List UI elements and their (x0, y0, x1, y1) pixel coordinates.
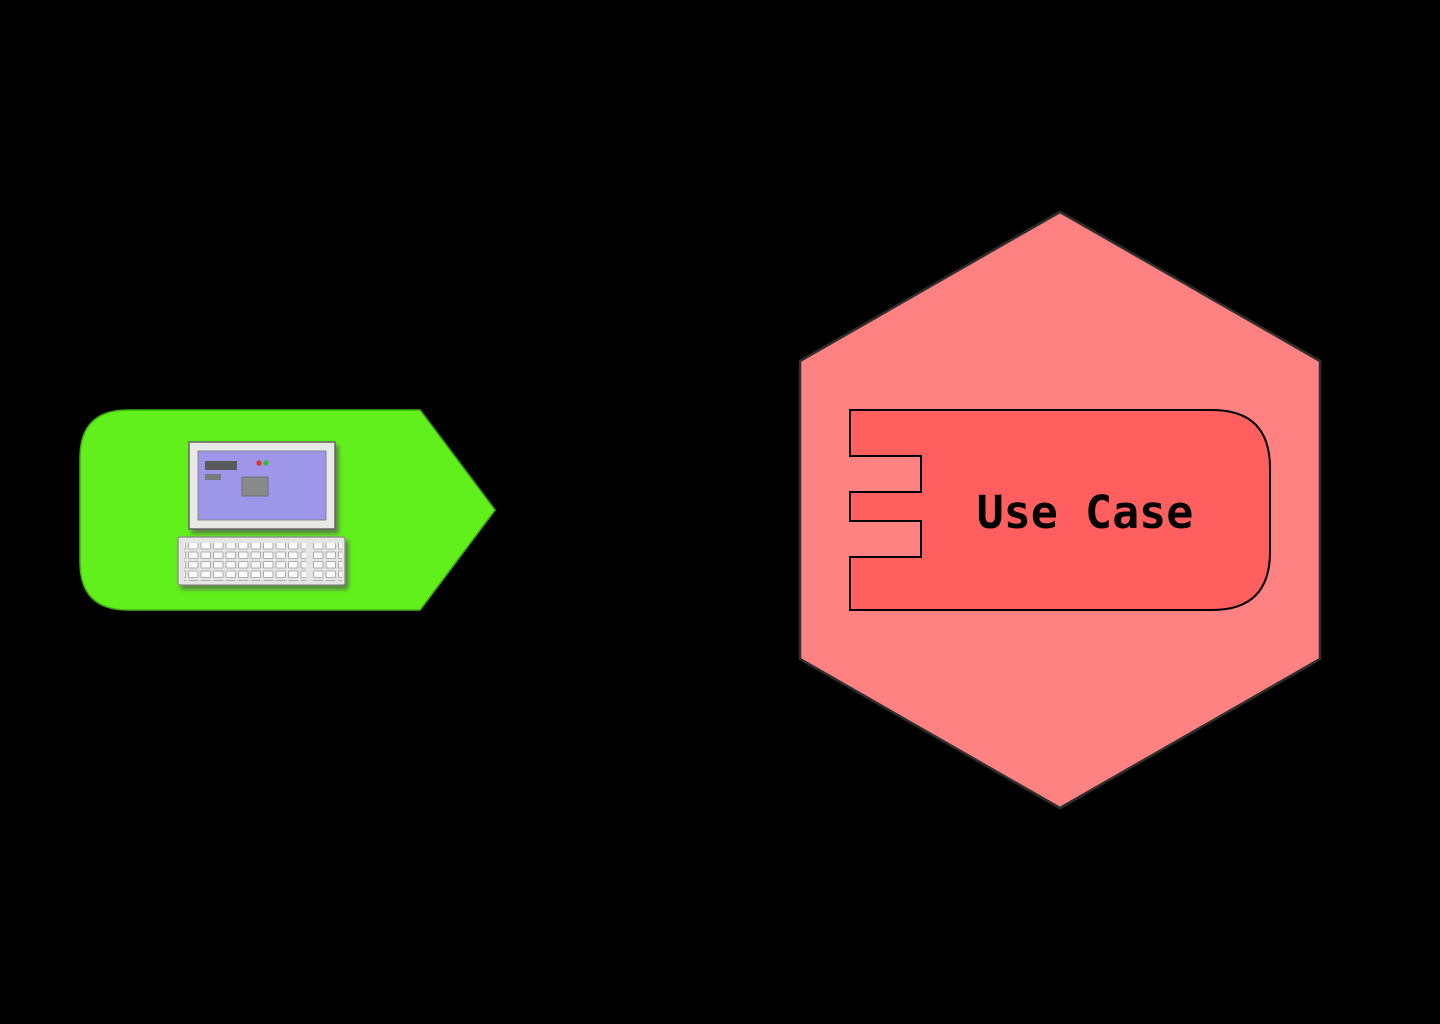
keyboard-side-keys (311, 543, 342, 581)
screen-menu-bar (205, 474, 221, 480)
use-case-comb-shape[interactable] (849, 409, 1271, 611)
screen-red-dot (256, 460, 262, 466)
actor-node[interactable] (79, 409, 496, 611)
screen-window (241, 476, 269, 497)
computer-icon (177, 441, 346, 586)
screen-green-dot (263, 460, 269, 466)
keyboard-main-keys (184, 543, 306, 581)
use-case-node[interactable]: Use Case (798, 210, 1322, 810)
screen-titlebar (205, 461, 237, 470)
use-case-label: Use Case (977, 486, 1194, 539)
